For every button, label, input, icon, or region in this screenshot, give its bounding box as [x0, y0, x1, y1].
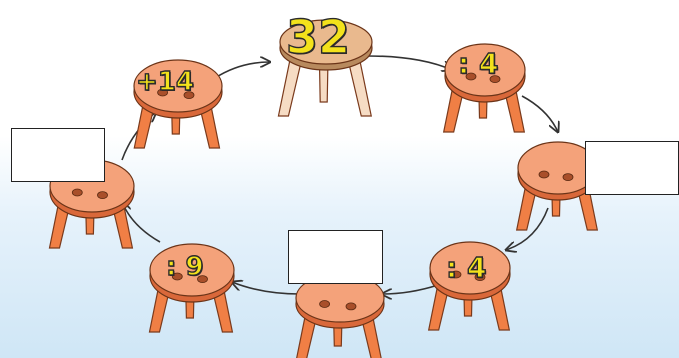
arrow-top-to-topright: [367, 55, 452, 70]
stool-bottom: [295, 273, 385, 358]
arrow-bottom-to-bottomleft: [232, 282, 301, 295]
answer-box-bottom[interactable]: [288, 230, 383, 284]
stool-bottom-right: [427, 241, 511, 331]
screw-icon: [450, 270, 462, 279]
answer-box-left[interactable]: [11, 128, 105, 182]
stool-seat: [133, 59, 223, 113]
screw-icon: [197, 275, 208, 284]
screw-icon: [171, 272, 183, 281]
screw-icon: [562, 173, 574, 182]
cycle-arrows: [122, 55, 558, 295]
screw-icon: [345, 302, 357, 311]
screw-icon: [319, 300, 331, 308]
screw-icon: [465, 72, 477, 81]
stool-seat: [149, 243, 235, 297]
arrow-bottomright-to-bottom: [382, 284, 439, 294]
stool-seat: [444, 43, 526, 97]
screw-icon: [474, 273, 486, 282]
arrow-right-to-bottomright: [506, 207, 549, 250]
screw-icon: [71, 188, 83, 197]
screw-icon: [157, 88, 169, 97]
stool-top-right: [442, 43, 526, 133]
stool-seat: [429, 241, 511, 295]
answer-box-right[interactable]: [585, 141, 679, 195]
screw-icon: [97, 191, 108, 200]
stool-top-left: [133, 59, 223, 149]
screw-icon: [183, 91, 195, 99]
stool-seat: [279, 19, 373, 65]
stool-right: [515, 141, 599, 231]
screw-icon: [538, 170, 550, 179]
screw-icon: [489, 75, 501, 83]
arrow-topright-to-right: [521, 95, 558, 132]
stool-bottom-left: [148, 243, 235, 333]
stools: [48, 19, 599, 358]
arrow-topleft-to-top: [214, 62, 270, 79]
stool-top-start: [277, 19, 373, 117]
